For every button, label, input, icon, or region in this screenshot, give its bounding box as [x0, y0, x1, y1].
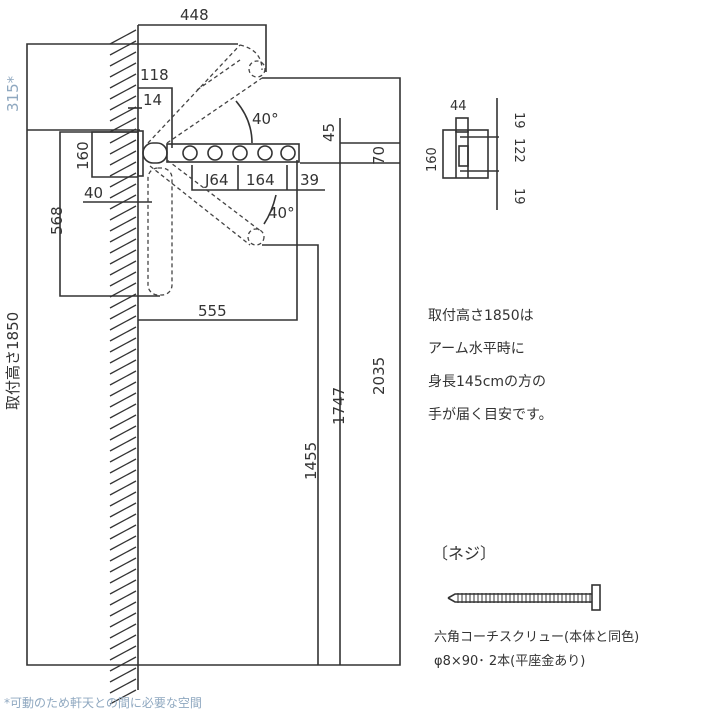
dim-14: 14: [143, 91, 162, 109]
detail-19-top: 19: [511, 112, 526, 129]
footnote: *可動のため軒天との間に必要な空間: [4, 696, 202, 710]
note-line: 手が届く目安です。: [428, 407, 553, 423]
dim-45: 45: [320, 123, 338, 142]
dim-164-first: J64: [204, 171, 229, 189]
dim-2035: 2035: [370, 357, 388, 395]
note-line: 身長145cmの方の: [428, 374, 547, 390]
dim-160-line: [91, 131, 138, 178]
dim-448: 448: [180, 6, 209, 24]
mount-height-label: 取付高さ1850: [4, 312, 22, 410]
dim-160: 160: [74, 141, 92, 170]
dim-448-line: [138, 24, 267, 72]
note-line: アーム水平時に: [428, 341, 525, 357]
dim-555: 555: [198, 302, 227, 320]
dim-70: 70: [370, 146, 388, 165]
dim-1747: 1747: [330, 387, 348, 425]
dim-568: 568: [48, 206, 66, 235]
pole-holes: [182, 145, 296, 161]
arm-hinge: [142, 142, 168, 164]
dim-164-line: [191, 165, 325, 191]
detail-44: 44: [450, 99, 467, 114]
angle-up: 40°: [252, 110, 279, 128]
screw-spec-line2: φ8×90･ 2本(平座金あり): [434, 654, 586, 669]
dim-118: 118: [140, 66, 169, 84]
detail-19-bottom: 19: [511, 188, 526, 205]
dim-2035-line: [138, 77, 401, 666]
angle-arc-up: [235, 100, 253, 144]
dim-1455: 1455: [302, 442, 320, 480]
dim-1455-line: [262, 244, 319, 665]
detail-122: 122: [511, 138, 526, 163]
wall-hatching: [109, 29, 137, 705]
detail-160: 160: [425, 147, 440, 172]
dim-39: 39: [300, 171, 319, 189]
screw-icon: [447, 584, 601, 611]
angle-arc-down: [263, 194, 277, 225]
screw-title: 〔ネジ〕: [432, 544, 497, 563]
height-note: 取付高さ1850は アーム水平時に 身長145cmの方の 手が届く目安です。: [428, 300, 553, 432]
bracket-detail: [442, 98, 499, 210]
arm-up-position: [147, 44, 266, 144]
dim-40: 40: [84, 184, 103, 202]
dim-118-line: [138, 87, 173, 148]
dim-555-line: [138, 160, 298, 321]
arm-down-position: [149, 159, 265, 246]
note-line: 取付高さ1850は: [428, 308, 534, 324]
arm-folded-position: [147, 167, 173, 296]
mount-height-dim: [26, 43, 238, 666]
dim-164-second: 164: [246, 171, 275, 189]
arm-bar: [166, 143, 300, 163]
screw-spec-line1: 六角コーチスクリュー(本体と同色): [434, 630, 640, 645]
angle-down: 40°: [268, 204, 295, 222]
dim-315: 315*: [4, 75, 22, 112]
